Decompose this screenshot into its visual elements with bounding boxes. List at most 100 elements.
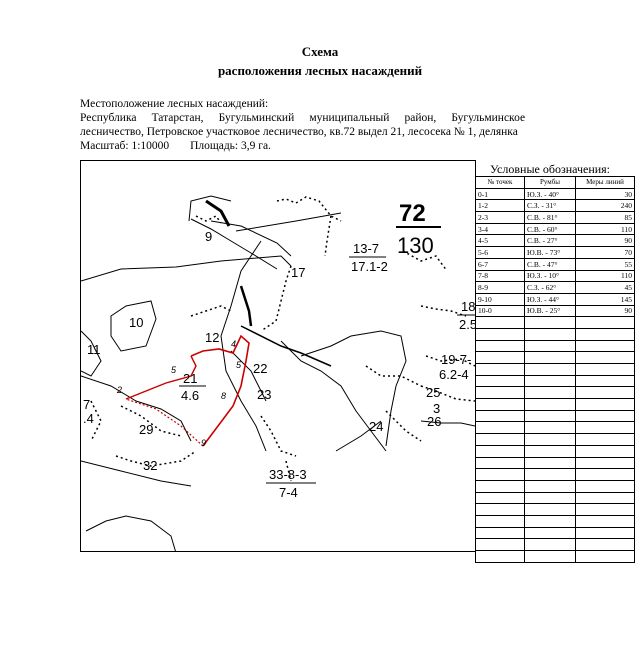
map-label: 13-7: [353, 241, 379, 256]
table-cell: [475, 491, 525, 505]
table-cell: 30: [575, 187, 635, 201]
table-cell: [524, 398, 576, 411]
table-cell: 110: [575, 269, 635, 283]
table-cell: 145: [575, 292, 635, 306]
table-cell: [524, 386, 576, 400]
table-row-empty: [475, 491, 635, 505]
map-label: 7: [83, 397, 90, 412]
table-cell: [475, 444, 525, 458]
table-cell: С.В. - 27°: [524, 234, 576, 248]
map-label: 25: [426, 385, 440, 400]
table-header: Румбы: [524, 176, 576, 189]
table-cell: [475, 339, 525, 353]
table-cell: [575, 468, 635, 481]
table-row-empty: [475, 444, 635, 458]
area-text: Площадь: 3,9 га.: [190, 140, 271, 152]
table-cell: [524, 444, 576, 458]
table-cell: [575, 339, 635, 353]
table-cell: [575, 351, 635, 364]
table-cell: [475, 433, 525, 446]
table-cell: С.З. - 62°: [524, 281, 576, 294]
table-row-empty: [475, 386, 635, 400]
table-row-empty: [475, 433, 635, 446]
map-label: 2.5: [459, 317, 476, 332]
table-cell: [524, 327, 576, 341]
table-cell: 2-3: [475, 211, 525, 224]
table-cell: [475, 374, 525, 388]
map-label: 17: [291, 265, 305, 280]
table-cell: [524, 468, 576, 481]
map-label: 26: [427, 414, 441, 429]
table-cell: [475, 398, 525, 411]
location-word: район,: [404, 112, 437, 124]
table-row-empty: [475, 550, 635, 563]
table-row-empty: [475, 538, 635, 551]
table-cell: 7-8: [475, 269, 525, 283]
table-cell: [575, 398, 635, 411]
table-cell: [475, 421, 525, 435]
map-label: 32: [143, 458, 157, 473]
table-row-empty: [475, 526, 635, 540]
table-cell: [475, 550, 525, 563]
doc-title: Схема: [301, 44, 339, 59]
table-cell: [475, 468, 525, 481]
map-label: 10: [129, 315, 143, 330]
dotted-boundaries: [90, 196, 475, 482]
table-cell: [575, 327, 635, 341]
legend-title: Условные обозначения:: [490, 162, 611, 176]
table-cell: [524, 538, 576, 551]
table-cell: [575, 550, 635, 563]
table-cell: Ю.З. - 10°: [524, 269, 576, 283]
table-cell: [575, 409, 635, 423]
table-cell: [524, 550, 576, 563]
table-row-empty: [475, 363, 635, 376]
table-cell: [475, 538, 525, 551]
point-label: 5: [171, 365, 177, 375]
table-cell: [475, 327, 525, 341]
table-cell: [475, 351, 525, 364]
table-row-empty: [475, 421, 635, 435]
table-cell: [475, 514, 525, 528]
table-cell: [524, 339, 576, 353]
table-cell: [524, 433, 576, 446]
map-label: 3: [433, 401, 440, 416]
table-cell: 10-0: [475, 304, 525, 318]
point-label: 5: [236, 360, 242, 370]
table-cell: 1-2: [475, 199, 525, 213]
table-cell: [524, 363, 576, 376]
location-word: Бугульминский: [218, 112, 295, 124]
table-cell: [575, 538, 635, 551]
table-cell: [475, 479, 525, 493]
location-word: Татарстан,: [151, 112, 204, 124]
point-label: 8: [221, 391, 226, 401]
table-cell: [575, 386, 635, 400]
table-row-empty: [475, 503, 635, 516]
table-cell: [524, 491, 576, 505]
table-cell: [524, 526, 576, 540]
map-label: 12: [205, 330, 219, 345]
map-label: 9: [205, 229, 212, 244]
location-word: Республика: [80, 112, 137, 124]
table-row-empty: [475, 514, 635, 528]
scale-area-line: Масштаб: 1:10000 Площадь: 3,9 га.: [80, 139, 525, 154]
table-cell: [575, 433, 635, 446]
table-cell: [475, 526, 525, 540]
table-cell: [575, 444, 635, 458]
table-cell: [524, 456, 576, 470]
table-cell: 90: [575, 234, 635, 248]
table-cell: [575, 503, 635, 516]
table-cell: [524, 514, 576, 528]
table-cell: [524, 316, 576, 329]
table-row-empty: [475, 398, 635, 411]
table-row-empty: [475, 456, 635, 470]
table-cell: С.З. - 31°: [524, 199, 576, 213]
table-cell: [524, 479, 576, 493]
table-cell: [475, 316, 525, 329]
table-cell: [575, 316, 635, 329]
table-row-empty: [475, 374, 635, 388]
